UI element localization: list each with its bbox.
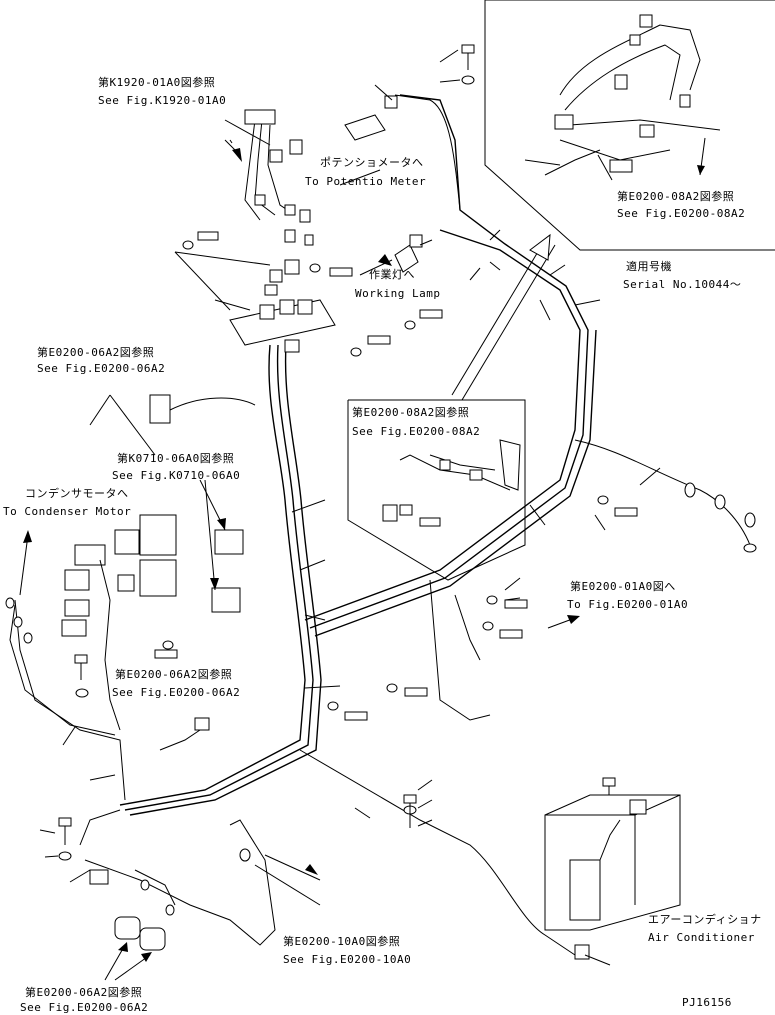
ref-e0200-06a2-a-en: See Fig.E0200-06A2 [37, 362, 166, 375]
ref-k1920-jp: 第K1920-01A0図参照 [98, 76, 216, 89]
left-component-cluster [5, 514, 177, 731]
ref-e0200-10a0-en: See Fig.E0200-10A0 [283, 953, 412, 966]
aircon-label-jp: エアーコンディショナ [648, 913, 762, 926]
ref-e0200-08a2-top-jp: 第E0200-08A2図参照 [617, 190, 735, 203]
potentiometer-connector [344, 84, 398, 141]
ref-e0200-06a2-a-jp: 第E0200-06A2図参照 [37, 346, 155, 359]
ref-e0200-06a2-b-jp: 第E0200-06A2図参照 [115, 668, 233, 681]
serial-label-en: Serial No.10044～ [623, 278, 742, 291]
detail-inset-middle [347, 399, 526, 581]
ref-k0710-jp: 第K0710-06A0図参照 [117, 452, 235, 465]
ref-e0200-06a2-c-en: See Fig.E0200-06A2 [20, 1001, 149, 1014]
ref-e0200-10a0-jp: 第E0200-10A0図参照 [283, 935, 401, 948]
ref-e0200-08a2-top-en: See Fig.E0200-08A2 [617, 207, 746, 220]
reference-arrows [19, 139, 580, 629]
condenser-label-jp: コンデンサモータへ [25, 487, 129, 500]
ref-e0200-06a2-c-jp: 第E0200-06A2図参照 [25, 986, 143, 999]
potentio-label-jp: ポテンショメータへ [320, 156, 424, 169]
ref-e0200-01a0-en: To Fig.E0200-01A0 [567, 598, 689, 611]
ref-e0200-06a2-b-en: See Fig.E0200-06A2 [112, 686, 241, 699]
bolt-washer-top [439, 44, 475, 85]
bolts-upper-middle [58, 231, 638, 861]
junction-block [174, 251, 336, 353]
bottom-middle-sensor [239, 848, 321, 906]
working-lamp-label-en: Working Lamp [355, 287, 441, 300]
drawing-number: PJ16156 [682, 996, 732, 1009]
condenser-label-en: To Condenser Motor [3, 505, 132, 518]
working-lamp-connector [394, 234, 433, 273]
potentio-label-en: To Potentio Meter [305, 175, 427, 188]
ref-k0710-en: See Fig.K0710-06A0 [112, 469, 241, 482]
serial-label-jp: 適用号機 [626, 260, 672, 273]
ref-e0200-08a2-mid-jp: 第E0200-08A2図参照 [352, 406, 470, 419]
bottom-left-connectors [89, 717, 210, 981]
connector-cluster-top-left [224, 109, 314, 246]
aircon-label-en: Air Conditioner [648, 931, 755, 944]
working-lamp-label-jp: 作業灯へ [369, 268, 415, 281]
ref-e0200-01a0-jp: 第E0200-01A0図へ [570, 580, 676, 593]
detail-inset-top-right [484, 0, 775, 251]
ref-k1920-en: See Fig.K1920-01A0 [98, 94, 227, 107]
relays [149, 394, 256, 613]
leader-lines [39, 229, 661, 883]
air-conditioner-unit [544, 794, 681, 966]
ref-e0200-08a2-mid-en: See Fig.E0200-08A2 [352, 425, 481, 438]
